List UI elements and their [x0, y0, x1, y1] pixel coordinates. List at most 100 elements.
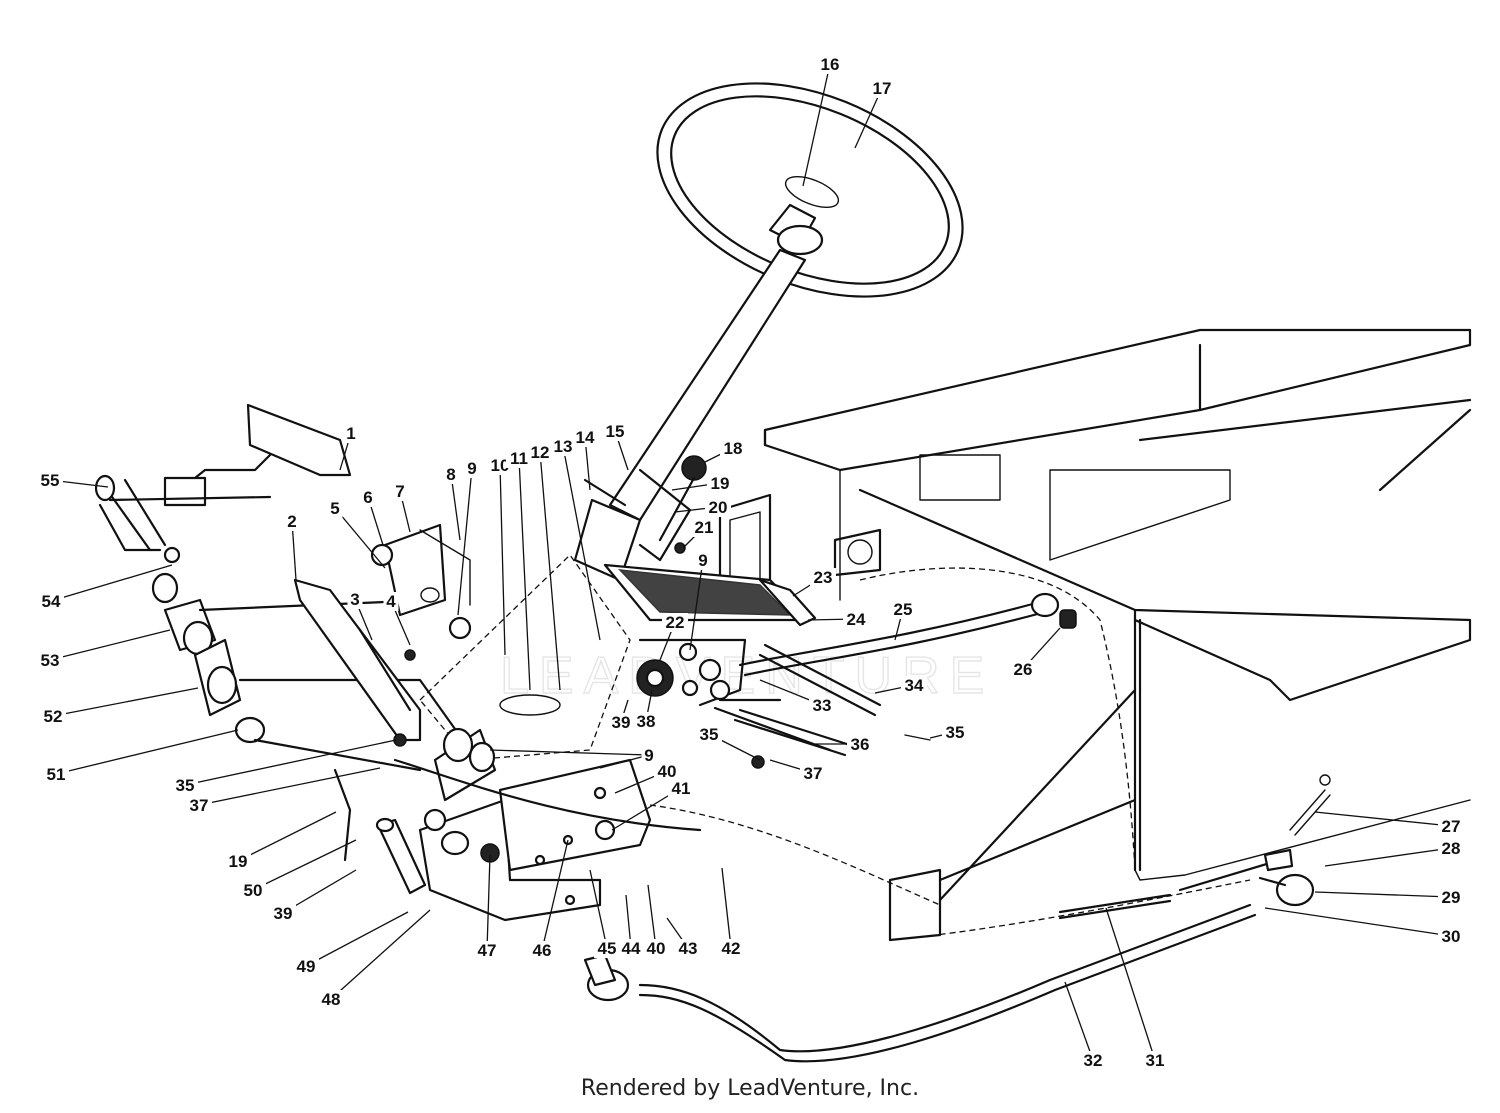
callout-leader [721, 867, 732, 949]
callout-background [633, 712, 659, 731]
callout-background [38, 592, 64, 611]
callout-background [1438, 839, 1464, 858]
part-number-8: 8 [446, 465, 455, 484]
callout-background [641, 746, 657, 765]
footer-credit: Rendered by LeadVenture, Inc. [580, 1076, 920, 1101]
callout-leader [802, 63, 831, 187]
callout-background [270, 904, 296, 923]
callout-leader [1105, 907, 1156, 1061]
part-number-23: 23 [814, 568, 833, 587]
callout-leader [198, 767, 381, 806]
callout-leader [450, 473, 461, 541]
callout-background [225, 852, 251, 871]
part-number-22: 22 [666, 613, 685, 632]
part-number-44: 44 [622, 939, 641, 958]
part-number-34: 34 [905, 676, 924, 695]
callout-leader [457, 467, 473, 616]
part-number-21: 21 [695, 518, 714, 537]
part-number-54: 54 [42, 592, 61, 611]
callout-leader [184, 739, 397, 786]
part-number-42: 42 [722, 939, 741, 958]
callout-background [618, 939, 644, 958]
callout-background [1010, 660, 1036, 679]
callout-leader [589, 869, 608, 949]
callout-leader [330, 909, 431, 1000]
linkage-rods [393, 592, 1077, 832]
pedal-assembly [94, 403, 472, 772]
callout-leader [1324, 847, 1452, 867]
chassis-frame [649, 328, 1472, 942]
part-number-35: 35 [700, 725, 719, 744]
part-number-6: 6 [363, 488, 372, 507]
callout-leader [599, 754, 650, 769]
callout-background [720, 439, 746, 458]
steering-wheel [656, 82, 964, 298]
callout-background [506, 449, 532, 468]
callout-leader [499, 464, 506, 656]
callout-leader [1264, 907, 1452, 937]
callout-background [240, 881, 266, 900]
part-number-37: 37 [190, 796, 209, 815]
callout-background [1142, 1051, 1168, 1070]
callout-background [869, 79, 895, 98]
part-number-1: 1 [346, 424, 355, 443]
part-number-15: 15 [606, 422, 625, 441]
callout-leader [252, 839, 357, 891]
part-number-28: 28 [1442, 839, 1461, 858]
part-number-39: 39 [612, 713, 631, 732]
callout-background [443, 465, 459, 484]
part-number-53: 53 [41, 651, 60, 670]
callout-background [40, 707, 66, 726]
callout-background [550, 437, 576, 456]
part-number-49: 49 [297, 957, 316, 976]
callout-background [691, 518, 717, 537]
part-number-12: 12 [531, 443, 550, 462]
part-number-9: 9 [698, 551, 707, 570]
callout-background [809, 696, 835, 715]
callout-leader [489, 749, 650, 756]
part-number-47: 47 [478, 941, 497, 960]
callout-leader [305, 911, 409, 967]
part-number-9: 9 [644, 746, 653, 765]
part-number-37: 37 [804, 764, 823, 783]
part-number-16: 16 [821, 55, 840, 74]
callout-background [608, 713, 634, 732]
part-number-20: 20 [709, 498, 728, 517]
part-number-48: 48 [322, 990, 341, 1009]
callout-background [527, 443, 553, 462]
callout-background [707, 474, 733, 493]
callout-leader [52, 687, 199, 717]
callout-background [705, 498, 731, 517]
part-number-25: 25 [894, 600, 913, 619]
callout-background [847, 735, 873, 754]
callout-background [696, 725, 722, 744]
callout-background [37, 471, 63, 490]
part-number-35: 35 [946, 723, 965, 742]
part-number-55: 55 [41, 471, 60, 490]
callout-background [643, 939, 669, 958]
callout-background [695, 551, 711, 570]
callout-leader [55, 729, 239, 775]
callout-leader [486, 854, 491, 951]
part-number-32: 32 [1084, 1051, 1103, 1070]
callout-background [890, 600, 916, 619]
callout-leader [562, 445, 601, 641]
callout-leader [647, 884, 657, 949]
part-number-27: 27 [1442, 817, 1461, 836]
callout-background [360, 488, 376, 507]
callout-leader [518, 457, 531, 691]
part-number-2: 2 [287, 512, 296, 531]
part-number-30: 30 [1442, 927, 1461, 946]
part-number-41: 41 [672, 779, 691, 798]
callout-background [1438, 927, 1464, 946]
pedal-arm [293, 578, 422, 742]
part-number-40: 40 [647, 939, 666, 958]
callout-leader [1314, 811, 1452, 827]
callout-background [529, 941, 555, 960]
part-number-24: 24 [847, 610, 866, 629]
part-number-43: 43 [679, 939, 698, 958]
callout-background [572, 428, 598, 447]
callout-leader [1314, 891, 1452, 898]
steering-column [573, 248, 807, 582]
